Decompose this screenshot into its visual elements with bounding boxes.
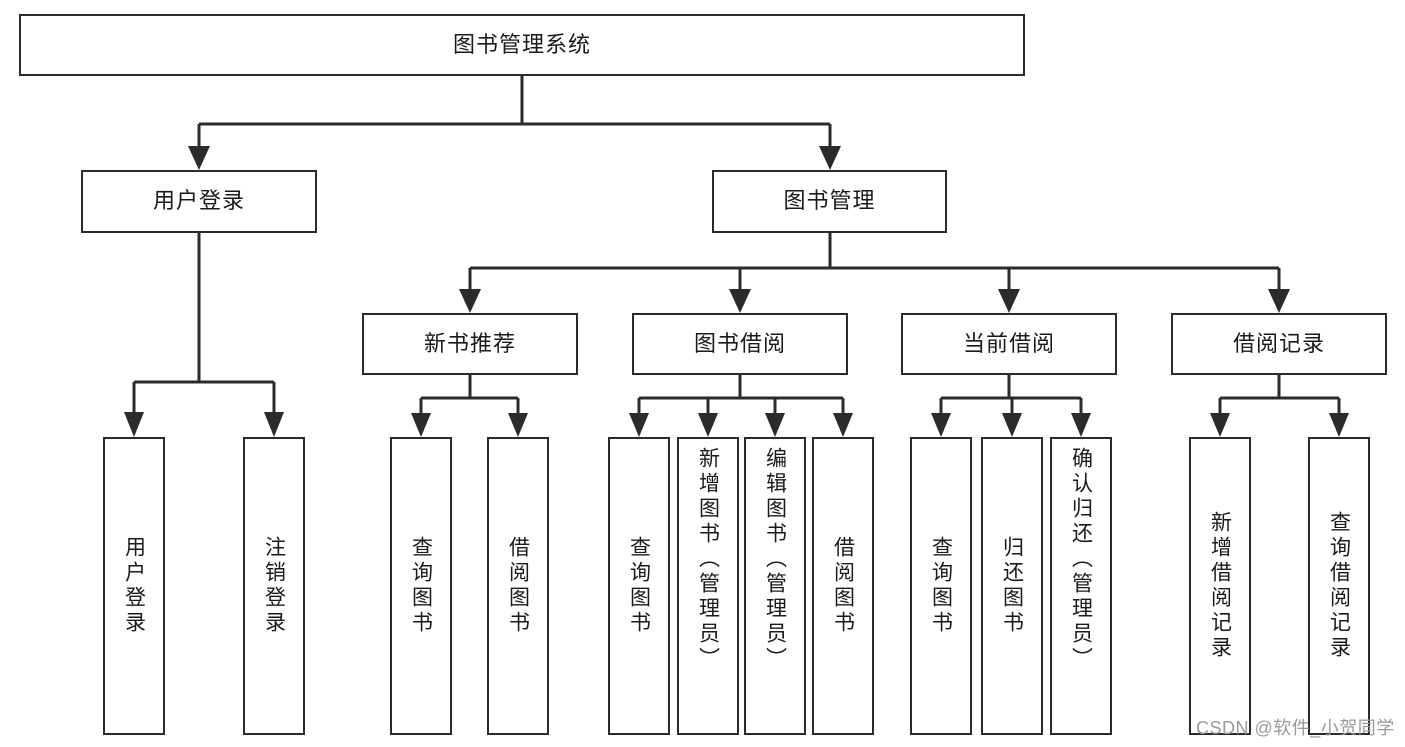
node-leaf-borrow-book-1[interactable]: 借阅图书 <box>487 437 549 735</box>
node-leaf-user-login[interactable]: 用户登录 <box>103 437 165 735</box>
node-leaf-user-logout[interactable]: 注销登录 <box>243 437 305 735</box>
node-leaf-edit-book[interactable]: 编辑图书（管理员） <box>744 437 806 735</box>
node-leaf-confirm-return[interactable]: 确认归还（管理员） <box>1050 437 1112 735</box>
node-borrow-record[interactable]: 借阅记录 <box>1171 313 1387 375</box>
node-leaf-return-book[interactable]: 归还图书 <box>981 437 1043 735</box>
node-current-borrow-label: 当前借阅 <box>962 330 1055 356</box>
node-book-manage-label: 图书管理 <box>783 188 876 214</box>
watermark: CSDN @软件_小贺同学 <box>1196 718 1395 738</box>
node-leaf-query-book-1-label: 查询图书 <box>409 536 433 636</box>
node-leaf-user-login-label: 用户登录 <box>122 536 146 636</box>
node-leaf-user-logout-label: 注销登录 <box>262 536 286 636</box>
node-book-manage[interactable]: 图书管理 <box>712 170 947 233</box>
node-root-label: 图书管理系统 <box>452 31 591 57</box>
node-leaf-add-book[interactable]: 新增图书（管理员） <box>677 437 739 735</box>
node-leaf-add-book-label: 新增图书（管理员） <box>696 447 720 672</box>
node-leaf-add-record[interactable]: 新增借阅记录 <box>1189 437 1251 735</box>
node-leaf-query-book-3[interactable]: 查询图书 <box>910 437 972 735</box>
node-leaf-query-record-label: 查询借阅记录 <box>1327 511 1351 661</box>
node-root[interactable]: 图书管理系统 <box>19 14 1025 76</box>
node-leaf-return-book-label: 归还图书 <box>1000 536 1024 636</box>
node-current-borrow[interactable]: 当前借阅 <box>901 313 1117 375</box>
node-user-login-label: 用户登录 <box>152 188 245 214</box>
node-leaf-query-book-2[interactable]: 查询图书 <box>608 437 670 735</box>
node-book-borrow-label: 图书借阅 <box>693 330 786 356</box>
node-leaf-query-book-2-label: 查询图书 <box>627 536 651 636</box>
node-leaf-borrow-book-2[interactable]: 借阅图书 <box>812 437 874 735</box>
node-new-book-recommend[interactable]: 新书推荐 <box>362 313 578 375</box>
node-borrow-record-label: 借阅记录 <box>1232 330 1325 356</box>
node-leaf-borrow-book-1-label: 借阅图书 <box>506 536 530 636</box>
node-leaf-borrow-book-2-label: 借阅图书 <box>831 536 855 636</box>
node-user-login[interactable]: 用户登录 <box>81 170 317 233</box>
node-leaf-add-record-label: 新增借阅记录 <box>1208 511 1232 661</box>
node-leaf-query-book-1[interactable]: 查询图书 <box>390 437 452 735</box>
node-leaf-edit-book-label: 编辑图书（管理员） <box>763 447 787 672</box>
node-leaf-query-record[interactable]: 查询借阅记录 <box>1308 437 1370 735</box>
node-book-borrow[interactable]: 图书借阅 <box>632 313 848 375</box>
node-leaf-query-book-3-label: 查询图书 <box>929 536 953 636</box>
node-new-book-recommend-label: 新书推荐 <box>423 330 516 356</box>
node-leaf-confirm-return-label: 确认归还（管理员） <box>1069 447 1093 672</box>
